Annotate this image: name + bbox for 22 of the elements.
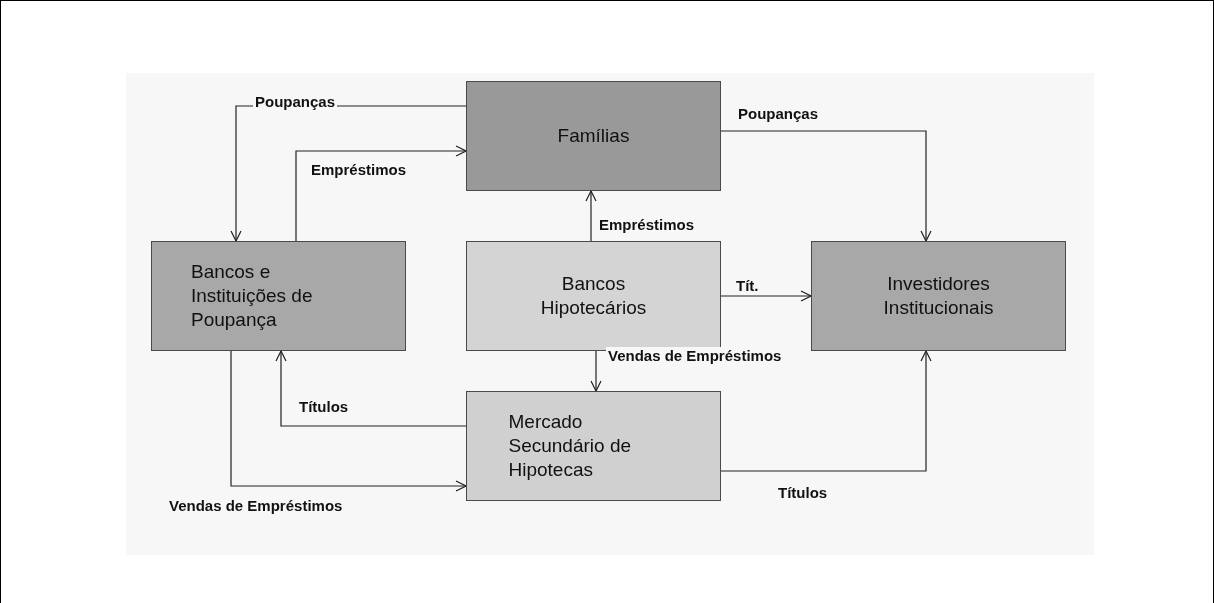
entity-box — [466, 391, 721, 501]
entity-box — [466, 241, 721, 351]
edge-label: Empréstimos — [309, 161, 409, 179]
arrow — [230, 350, 467, 492]
arrow — [720, 290, 812, 302]
arrow — [585, 190, 597, 242]
entity-name: Famílias — [556, 124, 631, 148]
entity-name: Bancos Hipotecários — [539, 272, 648, 320]
entity-box — [811, 241, 1066, 351]
arrow — [590, 350, 602, 392]
edge-label: Vendas de Empréstimos — [167, 497, 345, 515]
arrow — [295, 145, 467, 242]
entity-name: Bancos e Instituições de Poupança — [191, 260, 314, 332]
entity-box — [466, 81, 721, 191]
arrow — [720, 130, 932, 242]
arrow — [275, 350, 467, 427]
entity-name: Investidores Institucionais — [882, 272, 995, 320]
edge-label: Vendas de Empréstimos — [606, 347, 784, 365]
entity-box — [151, 241, 406, 351]
arrow — [720, 350, 932, 472]
edge-label: Empréstimos — [597, 216, 697, 234]
entity-name: Mercado Secundário de Hipotecas — [508, 410, 633, 482]
